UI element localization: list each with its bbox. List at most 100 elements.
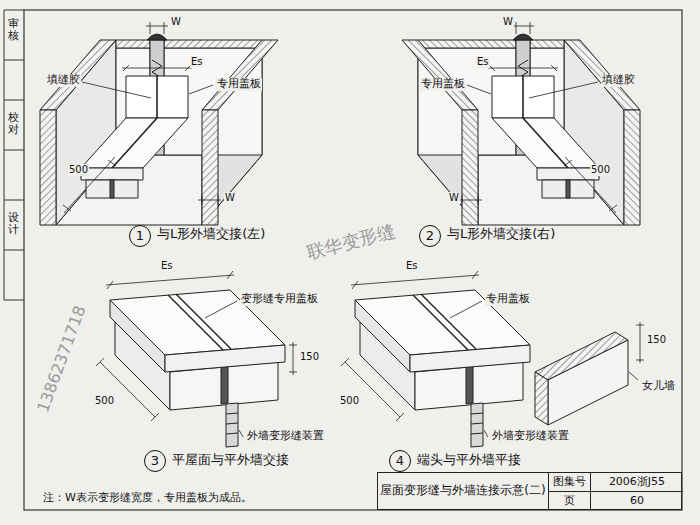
dimension-label: Es <box>160 260 174 272</box>
part-label: 变形缝专用盖板 <box>240 293 319 306</box>
drawing-line <box>96 358 104 366</box>
drawing-polygon <box>202 110 218 225</box>
drawing-line <box>239 430 243 437</box>
drawing-polygon <box>535 372 548 425</box>
drawing-polygon <box>110 300 165 372</box>
drawing-title: 屋面变形缝与外墙连接示意(二) <box>378 484 548 497</box>
drawing-rect <box>126 76 188 118</box>
part-label: 女儿墙 <box>641 380 676 393</box>
drawing-g <box>63 22 221 213</box>
title-cell-text: 页 <box>564 495 575 507</box>
title-cell-text: 2006浙J55 <box>609 476 665 488</box>
dimension-label: Es <box>405 260 419 272</box>
callout-number: 2 <box>426 229 434 243</box>
drawing-line <box>146 26 168 27</box>
drawing-path <box>147 34 167 40</box>
drawing-line <box>108 160 116 166</box>
drawing-line <box>4 250 24 251</box>
drawing-line <box>4 150 24 151</box>
drawing-line <box>4 100 24 101</box>
part-label: 专用盖板 <box>216 78 262 91</box>
title-cell: 2006浙J55 <box>590 473 683 492</box>
drawing-g <box>96 271 243 437</box>
dimension-label: W <box>502 16 514 28</box>
drawing-polygon <box>202 40 278 110</box>
drawing-line <box>640 322 641 363</box>
drawing-line <box>293 342 294 375</box>
drawing-line <box>176 294 231 349</box>
drawing-line <box>189 85 213 94</box>
signoff-label: 审核 <box>8 18 19 42</box>
drawing-line <box>64 157 115 213</box>
drawing-line <box>106 275 234 285</box>
callout-circle: 4 <box>389 450 411 472</box>
drawing-polygon <box>221 366 228 404</box>
drawing-rect <box>24 10 682 510</box>
dimension-label: 500 <box>68 164 89 176</box>
drawing-polygon <box>40 40 116 110</box>
drawing-line <box>226 433 238 434</box>
drawing-line <box>198 200 221 201</box>
drawing-polygon <box>165 345 285 372</box>
l-wall-junction-figure <box>40 22 278 225</box>
title-cell-text: 60 <box>630 495 644 507</box>
drawing-rect <box>116 40 150 48</box>
drawing-line <box>636 325 644 326</box>
figure-caption: 与L形外墙交接(右) <box>446 227 556 242</box>
title-block: 屋面变形缝与外墙连接示意(二) 图集号 2006浙J55 页 60 <box>377 472 682 510</box>
drawing-line <box>226 413 238 414</box>
drawing-line <box>218 195 219 205</box>
drawing-line <box>164 22 165 34</box>
callout-number: 3 <box>151 454 159 468</box>
drawing-line <box>100 362 155 417</box>
drawing-line <box>4 60 24 61</box>
drawing-rect <box>110 180 114 198</box>
drawing-line <box>4 300 24 301</box>
drawing-line <box>227 271 233 279</box>
drawing-polygon <box>226 403 238 447</box>
drawing-polygon <box>40 110 56 225</box>
title-cell: 60 <box>590 492 683 510</box>
title-cell-text: 图集号 <box>553 476 586 488</box>
drawing-line <box>4 10 24 11</box>
drawing-line <box>289 372 297 373</box>
drawing-line <box>629 372 638 380</box>
signoff-label: 校对 <box>8 112 19 136</box>
dimension-label: 150 <box>299 351 320 363</box>
drawing-line <box>202 195 203 205</box>
watermark: 13862371718 <box>34 302 90 415</box>
drawing-line <box>123 65 129 71</box>
drawing-line <box>156 76 158 118</box>
part-label: 专用盖板 <box>420 78 466 91</box>
dimension-label: 500 <box>94 395 115 407</box>
title-cell: 页 <box>548 492 590 510</box>
parapet-wall <box>535 332 628 425</box>
part-label: 外墙变形缝装置 <box>491 430 570 443</box>
drawing-line <box>112 118 157 168</box>
callout-number: 4 <box>396 454 404 468</box>
part-label: 填缝胶 <box>601 74 636 87</box>
dimension-label: W <box>170 16 182 28</box>
callout-circle: 2 <box>419 225 441 247</box>
flat-wall-junction-figure <box>341 271 530 447</box>
callout-circle: 3 <box>144 450 166 472</box>
drawing-line <box>107 281 113 289</box>
drawing-line <box>150 22 151 34</box>
drawing-line <box>4 10 5 300</box>
drawing-polygon <box>81 168 143 180</box>
drawing-line <box>122 68 192 69</box>
callout-number: 1 <box>136 229 144 243</box>
drawing-line <box>63 205 71 211</box>
l-wall-junction-figure <box>402 22 640 225</box>
figure-caption: 与L形外墙交接(左) <box>156 227 266 242</box>
drawing-rect <box>164 40 262 48</box>
note-text: 注：W表示变形缝宽度，专用盖板为成品。 <box>42 492 253 505</box>
figure-caption: 平屋面与平外墙交接 <box>171 453 290 468</box>
dimension-label: 500 <box>590 164 611 176</box>
dimension-label: 150 <box>646 334 667 346</box>
part-label: 外墙变形缝装置 <box>246 430 325 443</box>
figure-caption: 端头与平外墙平接 <box>416 453 522 468</box>
drawing-line <box>82 82 151 98</box>
